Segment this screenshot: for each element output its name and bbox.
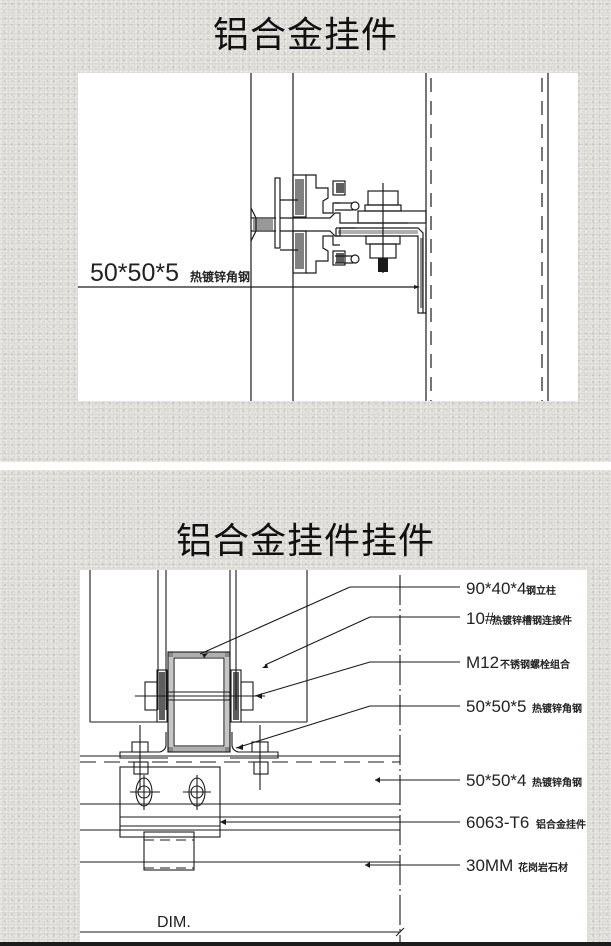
label-steel-column-desc: 钢立柱 [526, 584, 556, 597]
slide-1: 铝合金挂件 [0, 0, 611, 462]
label-aluminum-hanger-desc: 铝合金挂件 [536, 818, 586, 831]
label-bolt-desc: 不锈钢螺栓组合 [500, 658, 571, 671]
label-bolt-spec: M12 [466, 653, 499, 672]
label-channel-connector-desc: 热镀锌槽钢连接件 [492, 614, 572, 627]
cad-drawing-2: 90*40*4 钢立柱 10# 热镀锌槽钢连接件 M12 不锈钢螺栓组合 50*… [80, 570, 587, 942]
cad-drawing-1: 50*50*5 热镀锌角钢 [78, 73, 578, 401]
label-angle-steel-4-desc: 热镀锌角钢 [532, 776, 582, 789]
section-detail-drawing-1: 50*50*5 热镀锌角钢 [78, 73, 549, 401]
slide-2-title: 铝合金挂件挂件 [175, 521, 435, 562]
label-angle-steel-desc: 热镀锌角钢 [190, 269, 250, 284]
slide-2: 铝合金挂件挂件 [0, 470, 611, 946]
label-granite-spec: 30MM [466, 856, 513, 875]
bottom-edge [0, 942, 611, 946]
label-angle-steel-5-desc: 热镀锌角钢 [532, 702, 582, 715]
section-detail-drawing-2: 90*40*4 钢立柱 10# 热镀锌槽钢连接件 M12 不锈钢螺栓组合 50*… [80, 570, 586, 942]
label-steel-column-spec: 90*40*4 [466, 579, 527, 598]
label-angle-steel-4-spec: 50*50*4 [466, 771, 527, 790]
dimension-label: DIM. [157, 914, 191, 931]
label-angle-steel-5-spec: 50*50*5 [466, 697, 527, 716]
label-channel-connector-spec: 10# [466, 609, 495, 628]
label-angle-steel-spec: 50*50*5 [90, 259, 179, 287]
slide-1-title: 铝合金挂件 [212, 15, 398, 56]
slide-divider [0, 462, 611, 470]
label-aluminum-hanger-spec: 6063-T6 [466, 813, 529, 832]
label-granite-desc: 花岗岩石材 [518, 861, 568, 874]
